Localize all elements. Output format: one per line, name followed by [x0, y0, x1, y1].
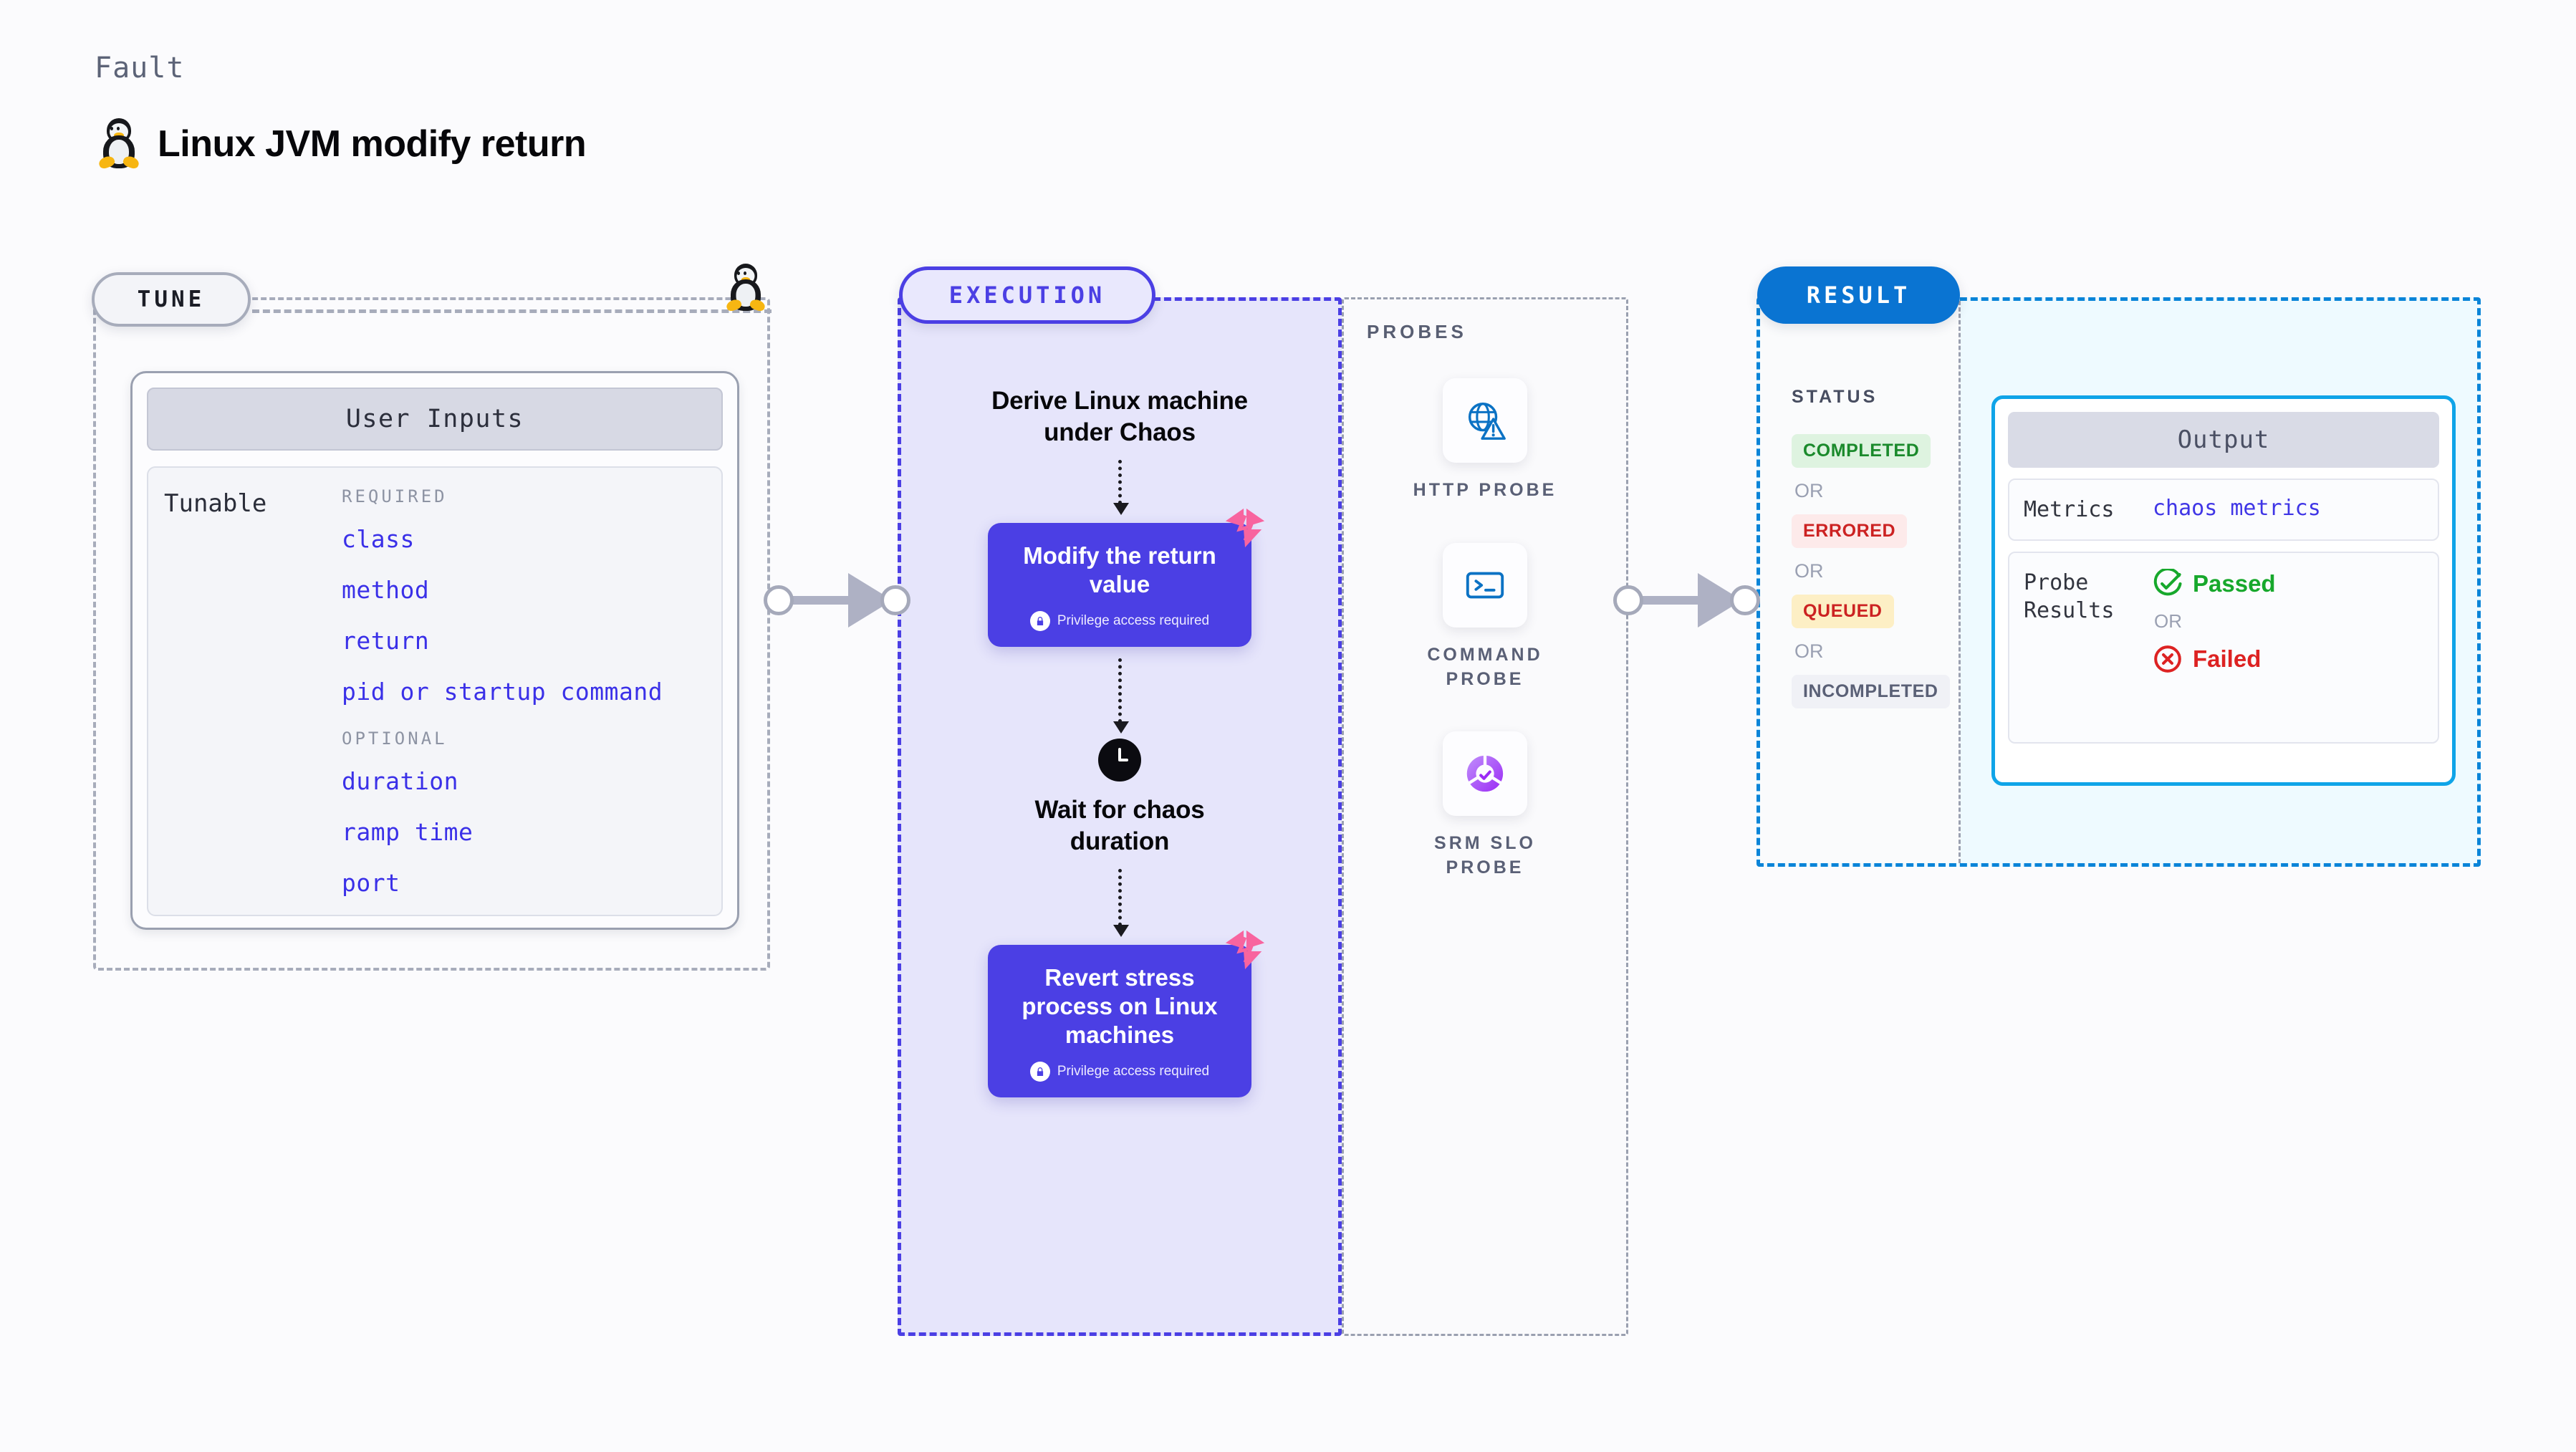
- linux-tux-icon: [97, 118, 140, 170]
- metrics-key: Metrics: [2024, 497, 2115, 522]
- status-badge-completed: COMPLETED: [1792, 434, 1931, 468]
- result-stage-badge[interactable]: RESULT: [1757, 266, 1960, 324]
- lock-icon: [1029, 1061, 1050, 1082]
- page-title-row: Linux JVM modify return: [97, 118, 587, 170]
- probe-tile: [1443, 731, 1527, 817]
- status-or-label: OR: [1794, 640, 1824, 662]
- terminal-icon: [1466, 572, 1504, 599]
- linux-tux-icon: [725, 264, 766, 313]
- harness-fault-icon: [1225, 930, 1265, 969]
- probe-results-values: Passed OR Failed: [2153, 569, 2276, 674]
- metrics-value[interactable]: chaos metrics: [2153, 496, 2321, 521]
- status-badge-errored: ERRORED: [1792, 514, 1908, 548]
- connector-tune-to-execution: [764, 573, 910, 628]
- fault-eyebrow-label: Fault: [95, 52, 185, 85]
- lock-icon: [1029, 610, 1050, 631]
- probes-panel: PROBES HTTP PROBE: [1342, 297, 1628, 1336]
- status-title: STATUS: [1792, 387, 1878, 407]
- check-circle-icon: [2153, 569, 2182, 596]
- tunable-item-pid-or-startup-command[interactable]: pid or startup command: [342, 678, 663, 706]
- privilege-note: Privilege access required: [1002, 1061, 1237, 1082]
- status-badge-queued: QUEUED: [1792, 595, 1894, 628]
- failed-label: Failed: [2193, 645, 2262, 672]
- probe-label: HTTP PROBE: [1413, 480, 1557, 500]
- status-items: COMPLETED OR ERRORED OR QUEUED OR INCOMP…: [1792, 434, 1950, 708]
- x-circle-icon: [2154, 645, 2181, 673]
- harness-fault-icon: [1225, 509, 1265, 548]
- probe-item-http[interactable]: HTTP PROBE: [1392, 378, 1578, 503]
- output-row-metrics: Metrics chaos metrics: [2008, 479, 2439, 541]
- flow-arrow-1: [1112, 460, 1129, 516]
- probes-title: PROBES: [1367, 321, 1467, 342]
- probe-tile: [1443, 378, 1527, 463]
- tune-stage-badge[interactable]: TUNE: [92, 272, 251, 327]
- user-inputs-title: User Inputs: [147, 388, 723, 451]
- probe-tile: [1443, 542, 1527, 628]
- status-or-label: OR: [1794, 480, 1824, 501]
- probe-result-failed: Failed: [2153, 644, 2276, 674]
- clock-icon: [1098, 738, 1141, 782]
- tunable-item-duration[interactable]: duration: [342, 767, 458, 795]
- execution-stage-badge[interactable]: EXECUTION: [899, 266, 1155, 324]
- passed-label: Passed: [2193, 570, 2276, 597]
- connector-execution-to-result: [1613, 573, 1760, 628]
- slo-donut-check-icon: [1466, 754, 1504, 792]
- flow-arrow-3: [1112, 868, 1129, 937]
- status-column: STATUS COMPLETED OR ERRORED OR QUEUED OR…: [1760, 301, 1961, 863]
- status-badge-incompleted: INCOMPLETED: [1792, 675, 1950, 708]
- globe-warning-icon: [1468, 403, 1506, 440]
- tunable-label: Tunable: [164, 489, 267, 518]
- tunable-item-return[interactable]: return: [342, 627, 430, 655]
- output-title: Output: [2008, 412, 2439, 468]
- flow-arrow-2: [1112, 658, 1129, 734]
- privilege-text: Privilege access required: [1057, 1063, 1210, 1079]
- probe-result-or-label: OR: [2154, 610, 2182, 632]
- tune-top-dashed-line: [252, 309, 772, 313]
- tunable-item-method[interactable]: method: [342, 576, 430, 604]
- tunable-group-optional-title: OPTIONAL: [342, 729, 448, 749]
- tunable-item-port[interactable]: port: [342, 869, 400, 897]
- status-or-label: OR: [1794, 560, 1824, 582]
- page-title: Linux JVM modify return: [158, 123, 587, 165]
- privilege-text: Privilege access required: [1057, 612, 1210, 628]
- tunable-box: Tunable REQUIRED class method return pid…: [147, 466, 723, 916]
- probe-result-passed: Passed: [2153, 569, 2276, 599]
- user-inputs-card: User Inputs Tunable REQUIRED class metho…: [130, 371, 739, 930]
- tunable-group-required-title: REQUIRED: [342, 486, 448, 506]
- tunable-item-ramp-time[interactable]: ramp time: [342, 818, 474, 846]
- tunable-item-class[interactable]: class: [342, 525, 415, 553]
- privilege-note: Privilege access required: [1002, 610, 1237, 631]
